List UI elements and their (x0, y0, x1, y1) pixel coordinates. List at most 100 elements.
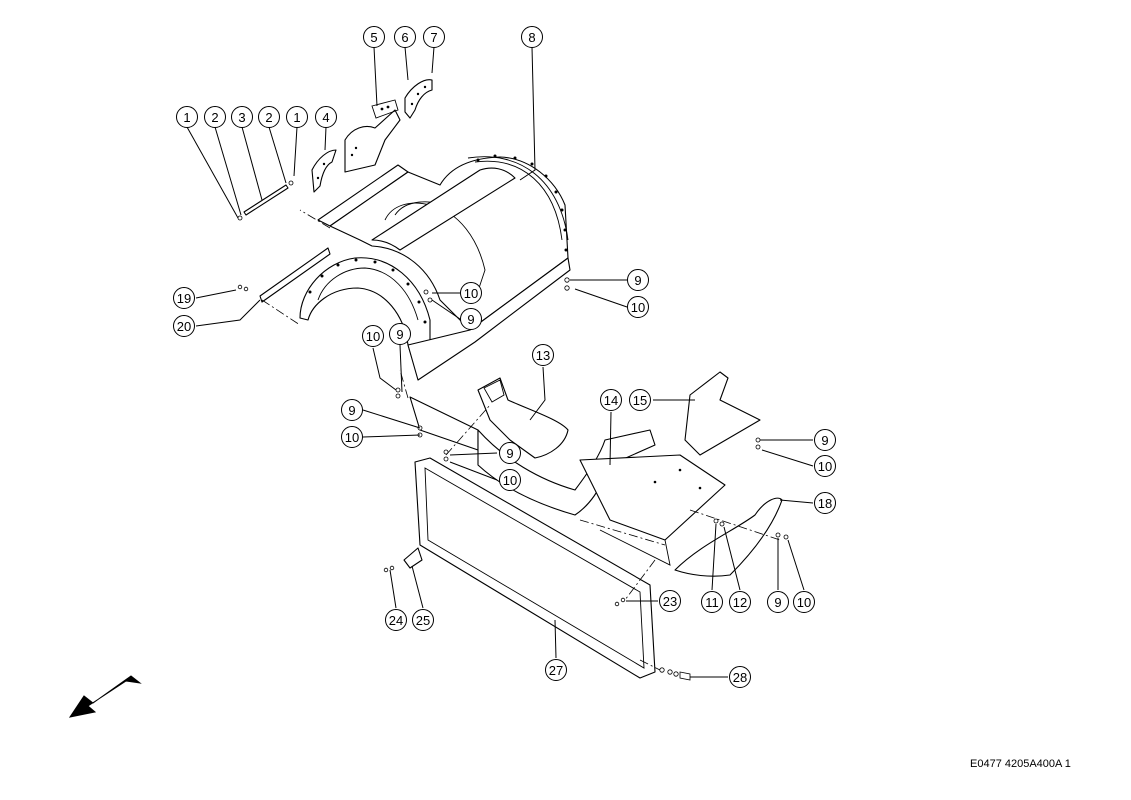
callout-c23: 23 (659, 590, 681, 612)
callout-circle (385, 609, 407, 631)
callout-c2b: 2 (258, 106, 280, 128)
plate-part-14 (579, 454, 726, 566)
callout-circle (814, 455, 836, 477)
hood-cover-part (299, 154, 571, 381)
panel-part-27 (414, 457, 656, 679)
drawing-reference-number: E0477 4205A400A 1 (970, 758, 1071, 770)
direction-arrow-icon (68, 675, 142, 718)
chute-part-13 (477, 377, 569, 459)
callout-circle (545, 659, 567, 681)
callout-number: 9 (467, 312, 474, 327)
callout-c9a: 9 (627, 269, 649, 291)
callout-number: 10 (366, 329, 380, 344)
callout-number: 14 (604, 393, 618, 408)
callout-number: 25 (416, 613, 430, 628)
callout-c24: 24 (385, 609, 407, 631)
callout-number: 8 (528, 30, 535, 45)
callout-number: 9 (506, 446, 513, 461)
callout-circle (363, 26, 385, 48)
callout-circle (701, 591, 723, 613)
strip-part-20 (237, 247, 331, 303)
flap-part-18 (674, 497, 783, 577)
callout-number: 1 (293, 110, 300, 125)
callout-circle (204, 106, 226, 128)
callout-circle (173, 315, 195, 337)
callout-c5: 5 (363, 26, 385, 48)
callout-circle (341, 399, 363, 421)
callout-c10b: 10 (460, 282, 482, 304)
callout-c6: 6 (394, 26, 416, 48)
callout-number: 10 (818, 459, 832, 474)
callout-circle (499, 442, 521, 464)
callout-c20: 20 (173, 315, 195, 337)
callout-circle (394, 26, 416, 48)
callout-c9c: 9 (389, 323, 411, 345)
callout-circle (173, 287, 195, 309)
callout-number: 2 (265, 110, 272, 125)
callout-circle (341, 426, 363, 448)
leader-lines (186, 46, 814, 678)
rod-part-3 (237, 180, 294, 221)
callout-circle (729, 666, 751, 688)
callout-c2a: 2 (204, 106, 226, 128)
callout-c1b: 1 (286, 106, 308, 128)
bracket-part-4 (311, 149, 337, 193)
callout-number: 9 (821, 433, 828, 448)
callout-c13: 13 (532, 344, 554, 366)
callout-c9e: 9 (499, 442, 521, 464)
callout-c10g: 10 (793, 591, 815, 613)
callout-circle (499, 469, 521, 491)
callout-circle (600, 389, 622, 411)
callout-number: 23 (663, 594, 677, 609)
bracket-part-25 (403, 547, 423, 569)
callout-number: 10 (464, 286, 478, 301)
callout-circle (532, 344, 554, 366)
alignment-lines (261, 209, 781, 671)
callout-c9f: 9 (814, 429, 836, 451)
callout-number: 19 (177, 291, 191, 306)
callout-c9g: 9 (767, 591, 789, 613)
callout-c27: 27 (545, 659, 567, 681)
callout-number: 24 (389, 613, 403, 628)
callout-c15: 15 (629, 389, 651, 411)
callout-number: 27 (549, 663, 563, 678)
callout-c8: 8 (521, 26, 543, 48)
callout-number: 5 (370, 30, 377, 45)
callout-number: 20 (177, 319, 191, 334)
callout-number: 10 (345, 430, 359, 445)
callout-c1a: 1 (176, 106, 198, 128)
callout-c12: 12 (729, 591, 751, 613)
callout-circle (793, 591, 815, 613)
bracket-part-5 (344, 99, 401, 173)
callout-circle (767, 591, 789, 613)
callout-c3: 3 (231, 106, 253, 128)
callout-c7: 7 (423, 26, 445, 48)
callout-circle (258, 106, 280, 128)
callout-c9d: 9 (341, 399, 363, 421)
callout-c25: 25 (412, 609, 434, 631)
callout-c9b: 9 (460, 308, 482, 330)
callout-circle (729, 591, 751, 613)
callout-circle (659, 590, 681, 612)
callout-circle (627, 296, 649, 318)
callout-number: 9 (774, 595, 781, 610)
callout-c11: 11 (701, 591, 723, 613)
callout-circle (423, 26, 445, 48)
callout-circle (315, 106, 337, 128)
callout-c19: 19 (173, 287, 195, 309)
callout-circle (412, 609, 434, 631)
callout-c10f: 10 (814, 455, 836, 477)
callout-circle (460, 282, 482, 304)
callout-number: 10 (503, 473, 517, 488)
callout-number: 10 (797, 595, 811, 610)
callout-c10e: 10 (499, 469, 521, 491)
callout-number: 11 (705, 595, 719, 610)
callout-c28: 28 (729, 666, 751, 688)
callout-number: 1 (183, 110, 190, 125)
callout-number: 2 (211, 110, 218, 125)
callout-number: 9 (348, 403, 355, 418)
callout-circle (231, 106, 253, 128)
